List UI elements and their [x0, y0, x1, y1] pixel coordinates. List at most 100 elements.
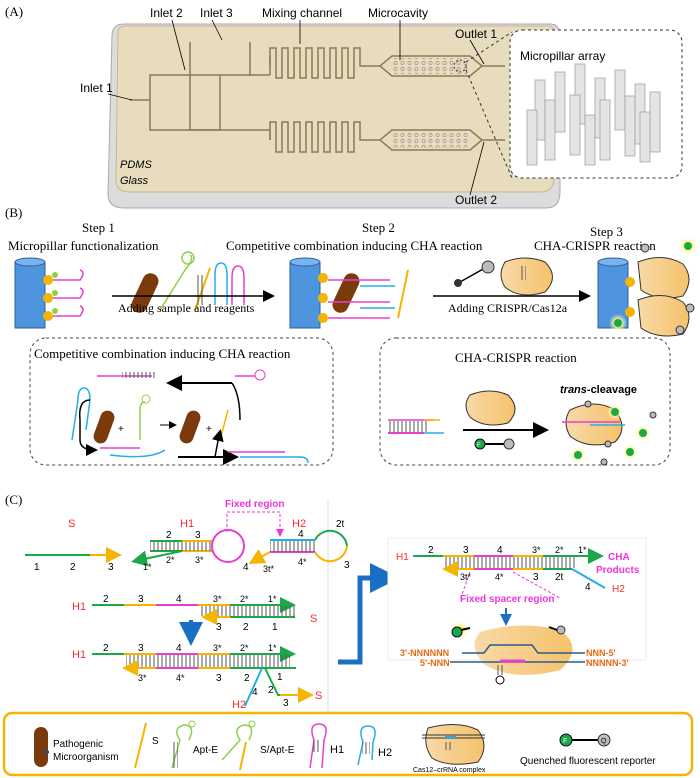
plus-2: +	[206, 424, 212, 435]
competitive-combination-schematic: + +	[71, 369, 309, 465]
panel-b: (B) Step 1 Micropillar functionalization…	[5, 205, 697, 466]
step1-label: Step 1	[82, 220, 115, 235]
step2-label: Step 2	[362, 220, 395, 235]
legend-f: F	[563, 738, 567, 745]
c-h1h2-d2s: 2*	[240, 643, 249, 653]
sample-and-reagents	[131, 251, 245, 313]
arrow2-label: Adding CRISPR/Cas12a	[448, 301, 568, 315]
legend-h1: H1	[330, 744, 344, 756]
legend-item-pathogen: Pathogenic Microorganism	[34, 727, 119, 767]
legend-pathogen-1: Pathogenic	[53, 739, 103, 750]
c-seq-bot-right: NNNNN-3'	[586, 658, 629, 668]
c-h1h2-d1s: 1*	[268, 643, 277, 653]
c-h1h2-d4: 4	[176, 643, 182, 654]
c-cha-products-2: Products	[596, 565, 640, 576]
c-prod-d4s: 4*	[495, 572, 504, 582]
reporter-f: F	[477, 443, 481, 449]
box-left-title: Competitive combination inducing CHA rea…	[34, 346, 291, 361]
step2-title: Competitive combination inducing CHA rea…	[226, 238, 483, 253]
legend-s-apt-e: S/Apt-E	[260, 745, 295, 756]
c-h1s-d3: 3	[138, 594, 144, 605]
c-prod-b-d4: 4	[585, 582, 591, 593]
cha-crispr-pillar	[597, 237, 697, 337]
c-h1s-s-label: S	[310, 613, 317, 625]
cha-crispr-schematic: F	[388, 390, 657, 466]
c-prod-d2t: 2t	[555, 572, 564, 583]
c-h1s-d4: 4	[176, 594, 182, 605]
c-h1h2-b-d2: 2	[244, 673, 250, 684]
c-h1h2-b-d1: 1	[277, 672, 283, 683]
step3-label: Step 3	[590, 224, 623, 239]
trans-cleavage-label: trans-cleavage	[560, 384, 637, 396]
competitive-combination-box	[29, 337, 334, 466]
c-prod-d2: 2	[428, 545, 434, 556]
c-h1h2-h2-label: H2	[232, 699, 246, 711]
outlet2-label: Outlet 2	[455, 193, 497, 207]
c-prod-d1s: 1*	[578, 545, 587, 555]
c-prod-d4: 4	[497, 545, 503, 556]
functionalized-pillar-1	[14, 257, 84, 329]
c-h1h2-d3: 3	[138, 643, 144, 654]
legend-cas12: Cas12–crRNA complex	[413, 767, 486, 774]
mixing-channel-label: Mixing channel	[262, 6, 342, 20]
c-big-arrow	[338, 563, 400, 665]
c-h2-hairpin	[248, 529, 348, 564]
step3-title: CHA-CRISPR reaction	[534, 238, 656, 253]
legend-h2: H2	[378, 747, 392, 759]
microcavity-pillars-2	[393, 132, 469, 148]
micropillar-array-illustration	[526, 63, 661, 166]
legend: Pathogenic Microorganism S Apt-E S/Apt-E…	[2, 711, 694, 777]
c-seq-top-right: NNN-5'	[586, 648, 616, 658]
c-h2-d3ts: 3t*	[263, 564, 275, 574]
c-seq-top-left: 3'-NNNNNN	[400, 648, 449, 658]
panel-b-label: (B)	[5, 205, 22, 220]
c-s-d2: 2	[70, 562, 76, 573]
cha-crispr-box	[379, 337, 671, 466]
c-prod-d3s: 3*	[532, 545, 541, 555]
c-cha-product-duplex	[413, 548, 606, 601]
c-h1h2-h1-label: H1	[72, 649, 86, 661]
c-h1s-s-d1: 1	[272, 622, 278, 633]
c-h1s-d3s: 3*	[213, 594, 222, 604]
c-seq-bot-left: 5'-NNN	[420, 658, 450, 668]
c-prod-d2s: 2*	[555, 545, 564, 555]
c-fixed-spacer-label: Fixed spacer region	[460, 594, 554, 605]
inlet2-label: Inlet 2	[150, 6, 183, 20]
c-fixed-region-label: Fixed region	[225, 499, 284, 510]
plus-1: +	[118, 424, 124, 435]
c-h2-d4: 4	[298, 529, 304, 540]
micropillar-array-label: Micropillar array	[520, 49, 605, 63]
legend-item-cas12: Cas12–crRNA complex	[413, 724, 486, 774]
c-s-label: S	[68, 518, 75, 530]
c-prod-h2-label: H2	[612, 584, 625, 595]
box-right-title: CHA-CRISPR reaction	[455, 350, 577, 365]
c-cas12-complex	[450, 621, 585, 685]
c-fixed-region-bracket	[226, 511, 284, 537]
c-h1s-d1s: 1*	[268, 594, 277, 604]
c-h1h2-d3s: 3*	[213, 643, 222, 653]
c-h1-d2s: 2*	[166, 555, 175, 565]
panel-c-label: (C)	[5, 492, 22, 507]
c-h1-s-duplex	[92, 597, 296, 625]
pdms-label: PDMS	[120, 159, 152, 171]
c-h2-d4-tail: 4	[243, 562, 249, 573]
c-h1h2-d2: 2	[103, 643, 109, 654]
microcavity-label: Microcavity	[368, 6, 428, 20]
inlet3-label: Inlet 3	[200, 6, 233, 20]
functionalized-pillar-2	[289, 257, 409, 329]
microchannels	[130, 42, 505, 153]
legend-pathogen-2: Microorganism	[53, 752, 119, 763]
c-h1s-s-d3: 3	[216, 622, 222, 633]
c-s-d1: 1	[34, 562, 40, 573]
c-h1h2-b-d4: 4	[252, 687, 258, 698]
step1-title: Micropillar functionalization	[8, 238, 159, 253]
trans-prefix: trans	[560, 384, 587, 396]
c-h1h2-b-d3b: 3	[283, 698, 289, 709]
c-h1h2-b-d3: 3	[216, 673, 222, 684]
c-s-d3: 3	[108, 562, 114, 573]
outlet1-label: Outlet 1	[455, 27, 497, 41]
c-prod-d3: 3	[463, 545, 469, 556]
reporter-and-cas12a	[454, 257, 553, 296]
inlet1-label: Inlet 1	[80, 81, 113, 95]
